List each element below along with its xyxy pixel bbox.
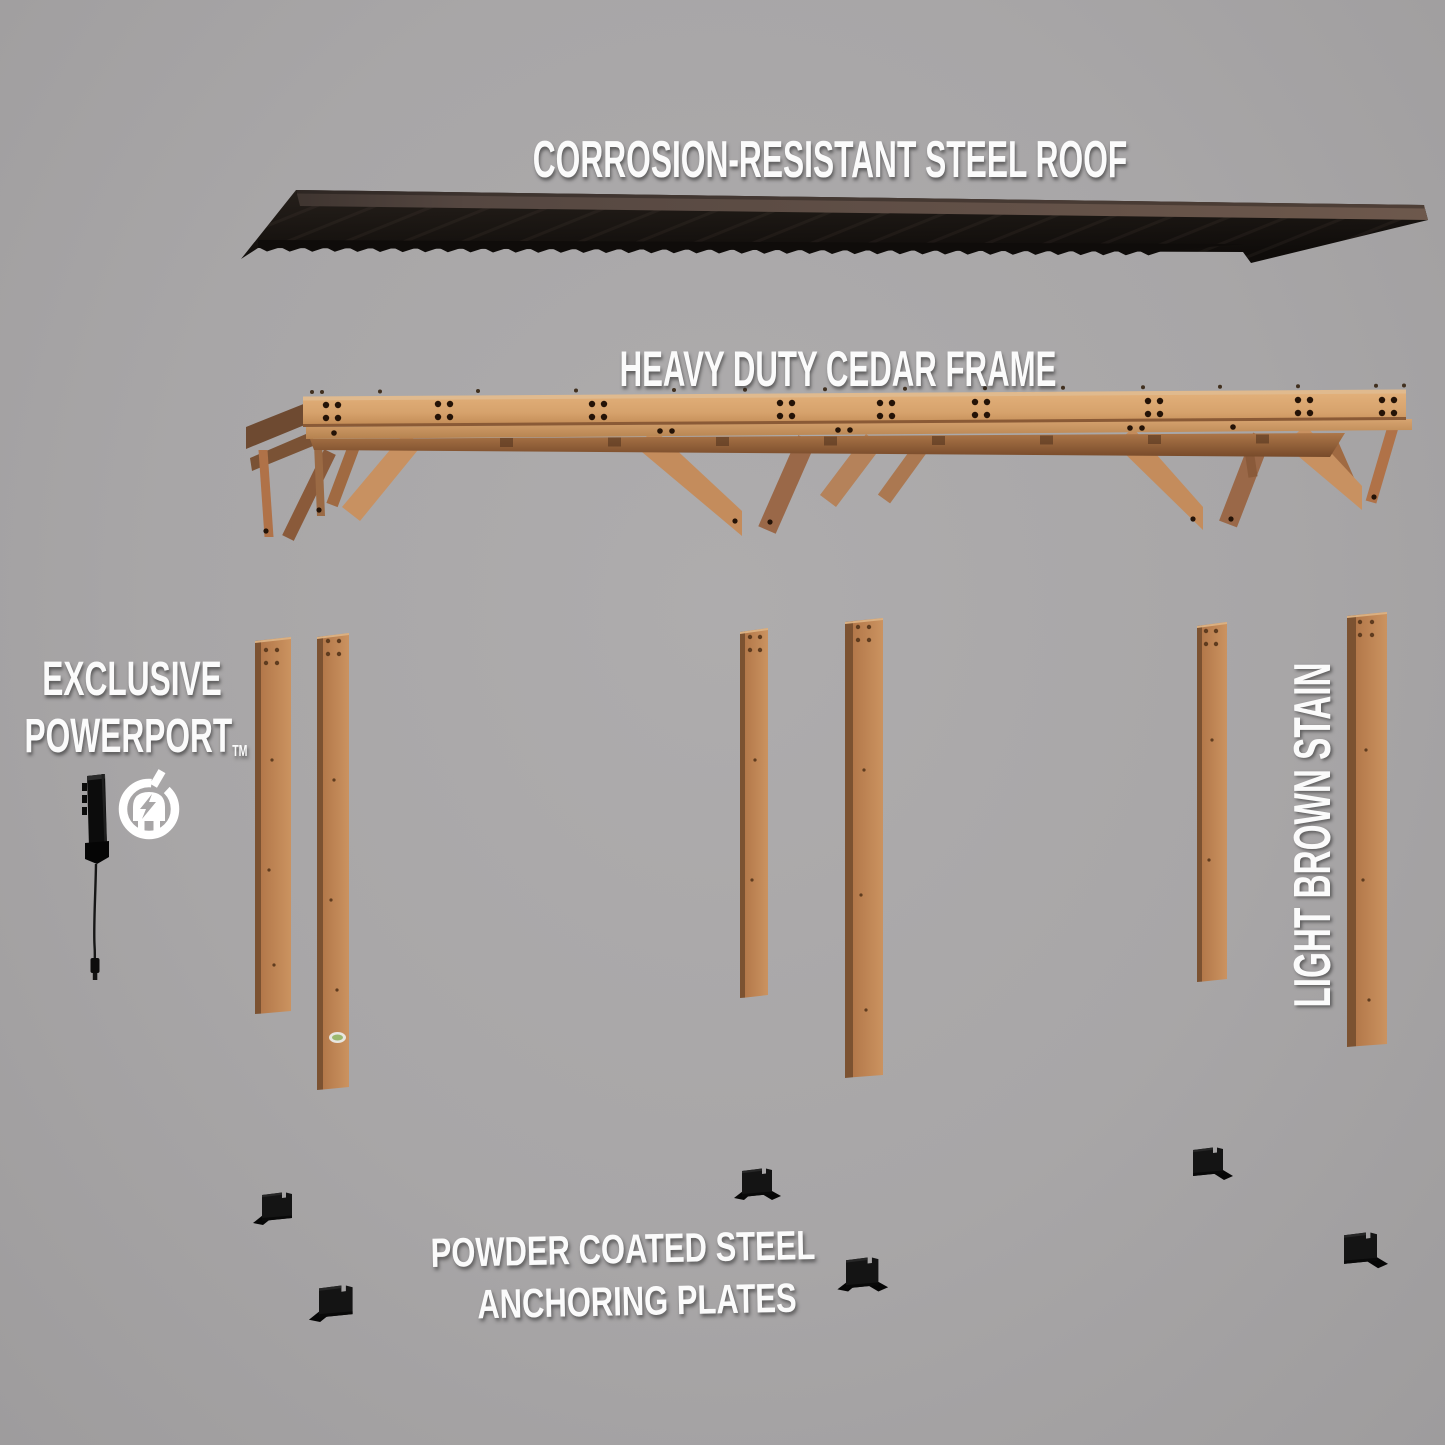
wood-post xyxy=(1347,612,1387,1047)
trademark-symbol: TM xyxy=(232,743,248,760)
anchor-plates xyxy=(253,1147,1388,1322)
wood-post xyxy=(740,628,768,998)
power-plug-icon xyxy=(118,766,180,840)
label-powerport-line2: POWERPORTTM xyxy=(24,710,248,763)
steel-roof-illustration xyxy=(241,190,1428,263)
label-anchor-line2: ANCHORING PLATES xyxy=(476,1274,798,1328)
anchor-plate xyxy=(734,1168,781,1200)
anchor-plate xyxy=(1193,1147,1233,1180)
anchor-plate xyxy=(1344,1232,1388,1269)
wood-post xyxy=(255,637,291,1014)
label-powerport-line1: EXCLUSIVE xyxy=(42,653,222,706)
label-anchor-line1: POWDER COATED STEEL xyxy=(430,1221,816,1277)
powerport-device xyxy=(82,774,109,980)
wood-post xyxy=(317,633,349,1090)
anchor-plate xyxy=(253,1192,292,1225)
wood-post xyxy=(1197,622,1227,982)
label-cedar-frame: HEAVY DUTY CEDAR FRAME xyxy=(619,341,1057,397)
wood-post xyxy=(845,618,883,1078)
cedar-frame-illustration xyxy=(246,383,1412,541)
label-stain: LIGHT BROWN STAIN xyxy=(1284,662,1342,1008)
label-steel-roof: CORROSION-RESISTANT STEEL ROOF xyxy=(532,131,1128,189)
wood-posts xyxy=(255,612,1387,1090)
anchor-plate xyxy=(837,1257,889,1292)
anchor-plate xyxy=(308,1285,353,1322)
